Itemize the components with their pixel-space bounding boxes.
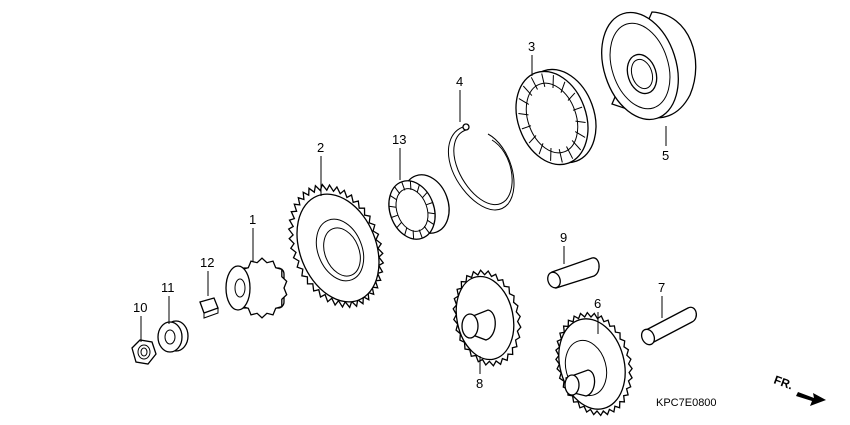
roller xyxy=(428,212,436,215)
roller xyxy=(541,73,546,88)
hub-gear-part xyxy=(452,269,522,367)
roller xyxy=(572,106,583,111)
roller xyxy=(396,222,402,229)
drawing-code: KPC7E0800 xyxy=(656,397,717,409)
roller xyxy=(567,92,576,101)
roller xyxy=(394,186,401,195)
callout-1: 1 xyxy=(249,212,256,227)
roller xyxy=(427,219,435,226)
washer-part xyxy=(157,320,189,353)
roller xyxy=(528,135,537,144)
needle-bearing-part xyxy=(388,174,450,240)
roller xyxy=(571,140,582,151)
roller xyxy=(401,181,406,191)
key-part xyxy=(199,297,219,319)
roller xyxy=(388,205,396,208)
roller xyxy=(426,202,433,206)
roller xyxy=(521,125,532,130)
arrow-right-icon xyxy=(796,392,826,406)
roller xyxy=(409,181,412,190)
roller xyxy=(518,98,530,105)
large-gear-part xyxy=(287,183,385,309)
roller xyxy=(560,81,566,93)
callout-11: 11 xyxy=(161,280,175,295)
callout-4: 4 xyxy=(456,74,463,89)
snap-ring-part xyxy=(448,123,515,211)
long-shaft-part xyxy=(640,306,698,346)
callout-12: 12 xyxy=(200,255,214,270)
nut-part xyxy=(131,339,157,365)
fr-label: FR. xyxy=(772,373,795,393)
callout-6: 6 xyxy=(594,296,601,311)
roller xyxy=(575,120,586,123)
front-direction-indicator: FR. xyxy=(772,373,826,406)
roller xyxy=(574,131,586,138)
roller xyxy=(389,194,397,201)
short-shaft-part xyxy=(547,257,600,289)
clutch-outer-part xyxy=(601,11,697,121)
callouts: 1 2 3 4 5 6 7 8 9 10 11 12 13 xyxy=(133,39,669,391)
callout-2: 2 xyxy=(317,140,324,155)
roller xyxy=(566,146,574,159)
callout-8: 8 xyxy=(476,376,483,391)
one-way-clutch-part xyxy=(515,68,597,166)
roller xyxy=(412,230,415,239)
roller xyxy=(422,191,428,198)
small-gear-part xyxy=(225,257,288,319)
roller xyxy=(518,113,529,116)
roller xyxy=(418,229,423,239)
leader-lines xyxy=(140,55,667,374)
roller xyxy=(391,214,398,218)
roller xyxy=(558,148,563,163)
double-gear-part xyxy=(555,311,633,417)
callout-3: 3 xyxy=(528,39,535,54)
roller xyxy=(538,143,544,155)
roller xyxy=(416,184,420,193)
callout-10: 10 xyxy=(133,300,147,315)
roller xyxy=(530,77,538,90)
callout-13: 13 xyxy=(392,132,406,147)
callout-9: 9 xyxy=(560,230,567,245)
callout-5: 5 xyxy=(662,148,669,163)
roller xyxy=(404,227,408,236)
callout-7: 7 xyxy=(658,280,665,295)
roller xyxy=(423,225,430,234)
roller xyxy=(522,85,533,96)
